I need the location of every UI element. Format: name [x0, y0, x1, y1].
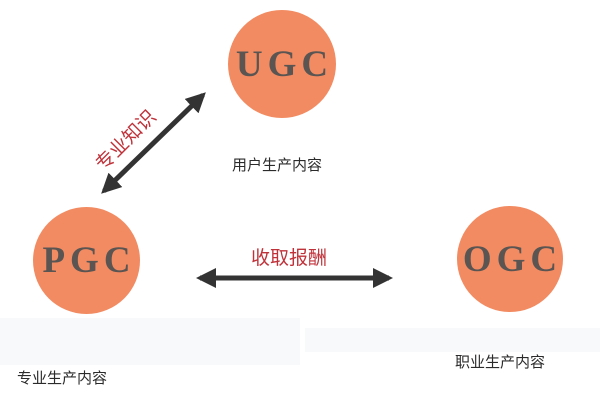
node-ugc-caption: 用户生产内容 — [232, 156, 323, 174]
background-band-right — [305, 328, 600, 352]
arrow-pgc-ugc — [101, 92, 206, 194]
node-pgc-caption: 专业生产内容 — [17, 369, 108, 387]
node-pgc-label: PGC — [42, 240, 136, 281]
edge-label-payment: 收取报酬 — [251, 247, 328, 269]
background-band-left — [0, 318, 300, 365]
node-ogc-label: OGC — [462, 238, 563, 280]
node-ugc-label: UGC — [235, 43, 334, 85]
node-ogc-caption: 职业生产内容 — [455, 353, 546, 371]
node-ugc: UGC — [228, 10, 336, 118]
node-pgc: PGC — [33, 207, 140, 314]
node-ogc: OGC — [457, 206, 563, 312]
